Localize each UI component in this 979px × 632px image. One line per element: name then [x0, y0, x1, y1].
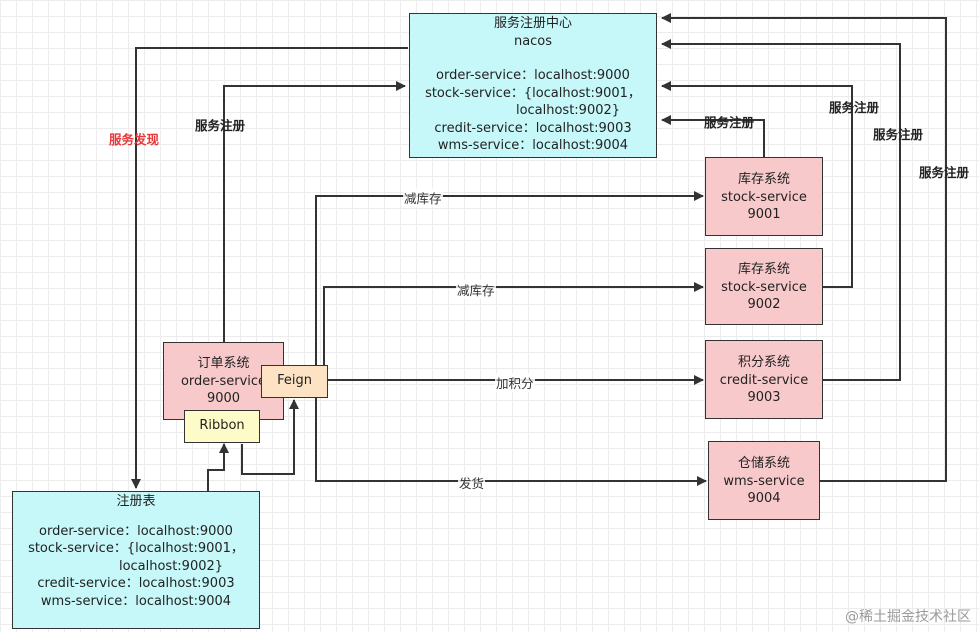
label-register-stock2: 服务注册 [829, 100, 880, 115]
ribbon-box: Ribbon [184, 410, 260, 443]
local-registry-table: 注册表 order-service：localhost:9000 stock-s… [12, 491, 260, 629]
arrow-ship [315, 397, 707, 486]
label-register-wms: 服务注册 [919, 165, 970, 180]
wms-name: wms-service [723, 473, 805, 489]
credit-name: credit-service [719, 372, 809, 388]
nacos-entry: wms-service：localhost:9004 [437, 138, 629, 153]
arrow-deduct-stock-2 [323, 282, 704, 373]
arrow-discovery [131, 47, 408, 489]
stock2-port: 9002 [747, 297, 781, 312]
registry-entry: order-service：localhost:9000 [39, 523, 233, 539]
wms-label: 仓储系统 [737, 456, 790, 471]
arrow-ribbon-feign [241, 399, 299, 475]
arrow-register-credit [661, 39, 901, 381]
nacos-name: nacos [513, 33, 553, 49]
order-service-name: order-service [180, 373, 267, 389]
arrow-register-stock2 [661, 81, 853, 288]
registry-title: 注册表 [116, 494, 156, 509]
order-service-label: 订单系统 [197, 356, 250, 371]
wms-port: 9004 [747, 491, 781, 506]
nacos-entry: order-service：localhost:9000 [436, 68, 630, 83]
wms-service-box: 仓储系统 wms-service 9004 [708, 441, 820, 520]
label-add-points: 加积分 [495, 373, 535, 392]
credit-port: 9003 [747, 390, 781, 405]
arrow-deduct-stock-1 [315, 191, 704, 373]
nacos-title: 服务注册中心 [493, 16, 572, 31]
arrow-registry-ribbon [207, 443, 229, 491]
stock2-label: 库存系统 [737, 262, 790, 277]
ribbon-label: Ribbon [199, 418, 245, 433]
label-register-order: 服务注册 [195, 118, 246, 133]
nacos-entry: credit-service：localhost:9003 [434, 120, 632, 136]
stock-service-9001-box: 库存系统 stock-service 9001 [705, 157, 823, 236]
feign-box: Feign [261, 365, 328, 398]
stock1-port: 9001 [747, 207, 781, 222]
stock1-label: 库存系统 [737, 172, 790, 187]
stock2-name: stock-service [721, 279, 807, 295]
registry-entry: credit-service：localhost:9003 [37, 576, 235, 591]
label-deduct-stock-2: 减库存 [456, 280, 496, 299]
registry-entry: wms-service：localhost:9004 [40, 593, 232, 609]
label-register-credit: 服务注册 [873, 127, 924, 142]
label-ship: 发货 [458, 473, 486, 492]
label-deduct-stock-1: 减库存 [403, 188, 443, 207]
stock1-name: stock-service [721, 189, 807, 205]
arrow-register-order [223, 81, 406, 342]
label-register-stock1: 服务注册 [704, 115, 755, 130]
nacos-entry: localhost:9002} [515, 103, 621, 118]
nacos-registry-center: 服务注册中心 nacos order-service：localhost:900… [409, 13, 657, 158]
stock-service-9002-box: 库存系统 stock-service 9002 [705, 248, 823, 325]
label-service-discovery: 服务发现 [109, 132, 160, 147]
order-service-port: 9000 [206, 391, 241, 406]
arrow-register-wms [661, 13, 947, 482]
feign-label: Feign [277, 373, 312, 388]
nacos-entry: stock-service：{localhost:9001， [425, 85, 641, 101]
registry-entry: localhost:9002} [118, 558, 224, 574]
credit-label: 积分系统 [737, 355, 790, 370]
arrow-register-stock1 [661, 115, 765, 157]
credit-service-box: 积分系统 credit-service 9003 [705, 340, 823, 419]
registry-entry: stock-service：{localhost:9001， [28, 541, 244, 556]
watermark: @稀土掘金技术社区 [845, 609, 971, 625]
order-service-box: 订单系统 order-service 9000 [163, 342, 284, 420]
